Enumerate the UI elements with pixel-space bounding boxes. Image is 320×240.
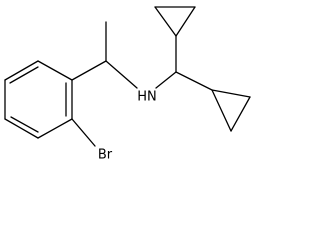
ring-bond-5 (37, 118, 73, 139)
cp1-bond-1 (154, 6, 177, 37)
ring-bond-4 (4, 118, 39, 139)
cyclopropyl-ring-top (154, 6, 196, 37)
nh-to-ch-bond (155, 71, 177, 89)
ring-double-bond-1 (9, 66, 39, 84)
benzene-ring (4, 60, 73, 139)
cp2-bond-2 (230, 96, 251, 132)
c-br-bond (71, 118, 96, 147)
nh-atom-label: HN (137, 90, 157, 105)
ring-bond-2 (4, 60, 39, 81)
cp1-bond-3 (175, 6, 196, 37)
cyclopropyl-ring-right (211, 89, 251, 132)
ring-to-ch-bond (71, 60, 107, 81)
br-atom-label: Br (98, 148, 113, 163)
ch-to-nh-bond (105, 60, 138, 89)
cp2-bond-3 (211, 89, 232, 132)
ring-double-bond-2 (10, 116, 39, 133)
ring-bond-1 (37, 60, 73, 81)
ch-to-cp2-bond (175, 71, 213, 91)
chemical-structure: HN Br (4, 6, 251, 163)
cp2-bond-1 (211, 89, 251, 98)
